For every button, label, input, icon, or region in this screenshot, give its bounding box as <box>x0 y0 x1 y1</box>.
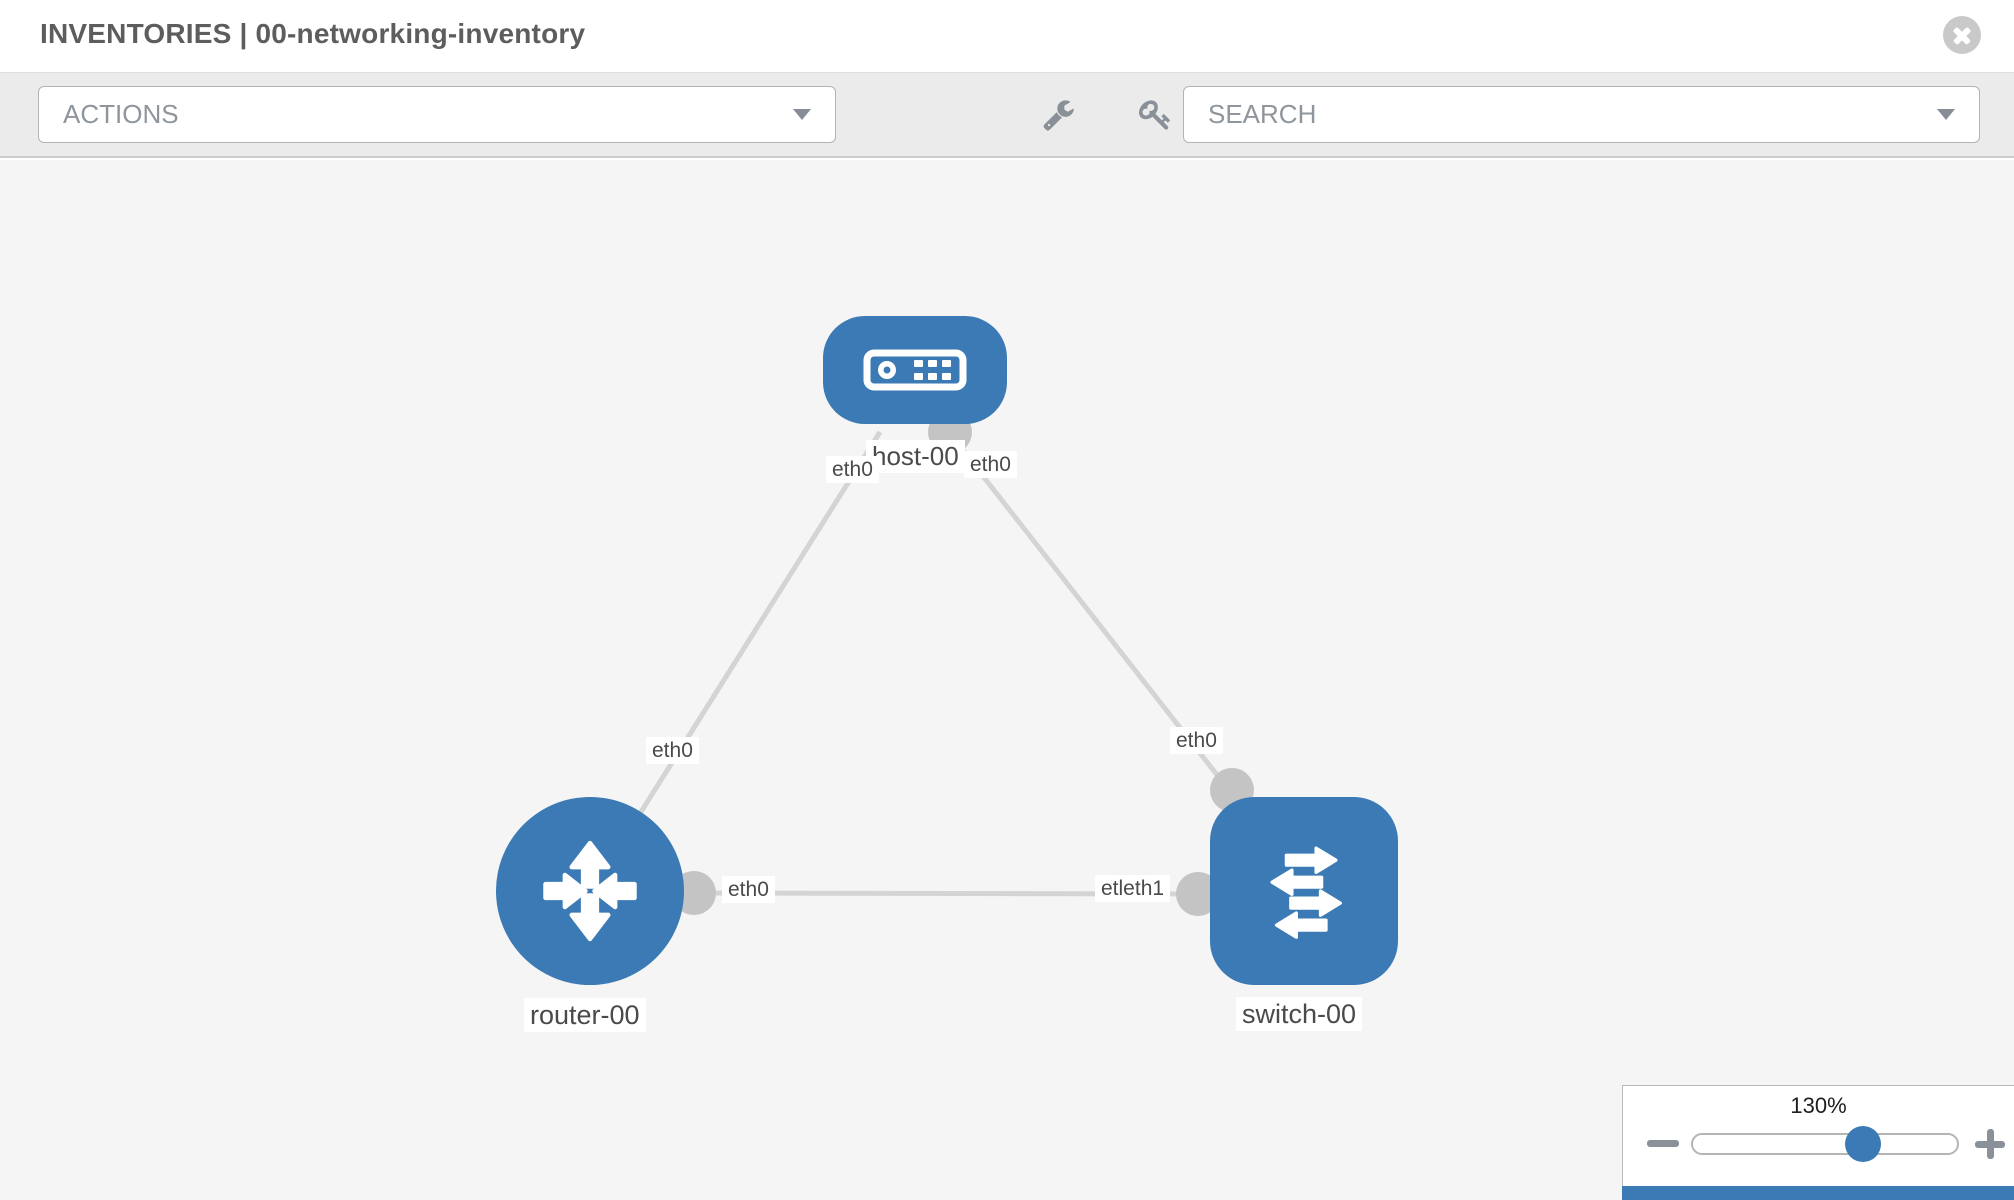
zoom-level-value: 130% <box>1790 1093 1847 1118</box>
actions-dropdown[interactable]: ACTIONS <box>38 86 836 143</box>
key-icon[interactable] <box>1139 98 1172 131</box>
page-title: INVENTORIES | 00-networking-inventory <box>40 18 586 49</box>
node-label-switch: switch-00 <box>1236 997 1363 1032</box>
header: INVENTORIES | 00-networking-inventory <box>0 0 2014 72</box>
node-switch-00[interactable] <box>1210 797 1398 985</box>
close-button[interactable] <box>1943 16 1981 54</box>
chevron-down-icon <box>1937 109 1955 120</box>
interface-label: eth0 <box>964 451 1017 479</box>
chevron-down-icon <box>793 109 811 120</box>
bottom-blue-bar <box>1622 1186 2014 1200</box>
zoom-out-button[interactable] <box>1647 1140 1679 1147</box>
node-label-router: router-00 <box>524 998 646 1033</box>
node-host-00[interactable] <box>823 316 1007 424</box>
zoom-panel: 130% <box>1622 1085 2014 1200</box>
wrench-icon[interactable] <box>1042 98 1075 131</box>
node-label-host: host-00 <box>866 440 965 474</box>
interface-label: eth0 <box>1170 727 1223 755</box>
topology-canvas[interactable]: host-00 router-00 switch-00 eth0 eth0 et… <box>0 160 2014 1200</box>
actions-dropdown-label: ACTIONS <box>63 99 179 129</box>
links-layer <box>587 430 1234 897</box>
zoom-slider-knob[interactable] <box>1845 1126 1881 1162</box>
interface-label: etleth1 <box>1095 875 1171 903</box>
interface-label: eth0 <box>826 456 879 484</box>
interface-label: eth0 <box>722 876 775 904</box>
switch-icon <box>1270 846 1342 939</box>
zoom-slider-track[interactable] <box>1691 1133 1959 1155</box>
zoom-in-button[interactable] <box>1975 1129 2005 1159</box>
interface-label: eth0 <box>646 737 699 765</box>
search-placeholder: SEARCH <box>1208 99 1317 129</box>
host-icon <box>863 349 967 391</box>
router-icon <box>543 840 637 942</box>
toolbar: ACTIONS SEARCH <box>0 72 2014 158</box>
node-router-00[interactable] <box>496 797 684 985</box>
toolbar-tools <box>1042 86 1172 143</box>
search-dropdown[interactable]: SEARCH <box>1183 86 1980 143</box>
